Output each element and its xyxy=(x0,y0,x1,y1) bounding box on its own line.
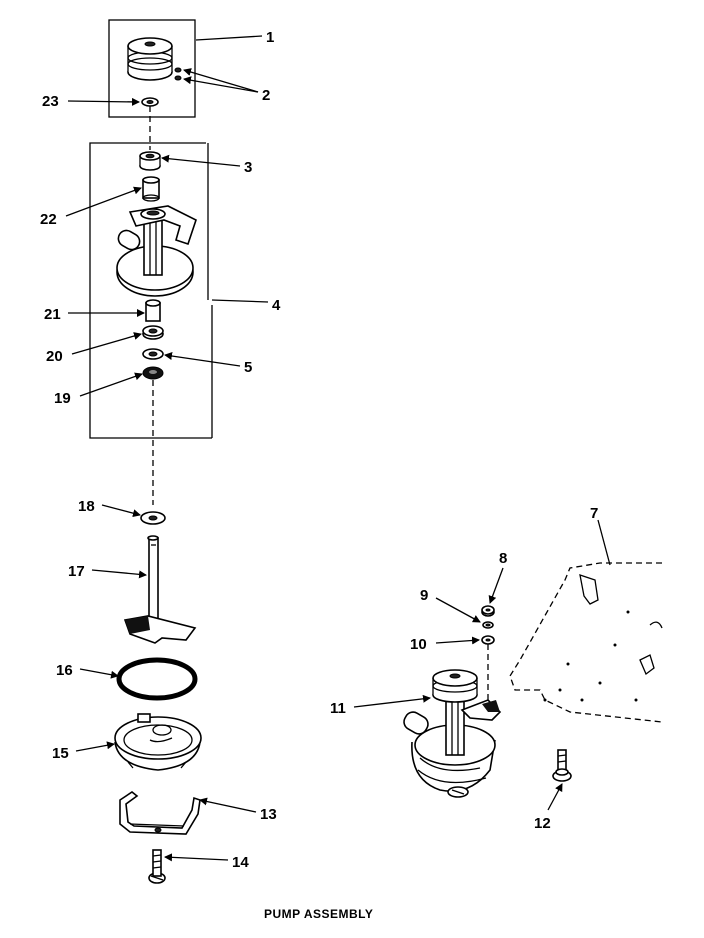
callout-labels: 1 2 23 3 22 4 21 20 5 19 18 17 16 15 13 … xyxy=(40,29,598,871)
washer-20 xyxy=(142,325,164,340)
callout-7: 7 xyxy=(590,505,598,522)
callout-21: 21 xyxy=(44,306,61,323)
pulley xyxy=(127,37,173,81)
callout-15: 15 xyxy=(52,745,69,762)
callout-14: 14 xyxy=(232,854,249,871)
callout-19: 19 xyxy=(54,390,71,407)
pump-housing xyxy=(116,205,197,297)
clamp-13 xyxy=(119,791,201,835)
callout-22: 22 xyxy=(40,211,57,228)
callout-16: 16 xyxy=(56,662,73,679)
washer-5 xyxy=(142,348,164,360)
pump-assembly-11 xyxy=(403,669,502,798)
callout-8: 8 xyxy=(499,550,507,567)
callout-4: 4 xyxy=(272,297,281,314)
impeller-17 xyxy=(123,535,197,644)
base-plate-7 xyxy=(509,562,663,723)
callout-13: 13 xyxy=(260,806,277,823)
callout-1: 1 xyxy=(266,29,274,46)
pump-housing-box xyxy=(89,142,213,439)
callout-20: 20 xyxy=(46,348,63,365)
callout-11: 11 xyxy=(330,700,346,717)
callout-lines xyxy=(65,35,611,862)
callout-5: 5 xyxy=(244,359,252,376)
set-screws xyxy=(174,67,182,81)
diagram-caption: PUMP ASSEMBLY xyxy=(264,907,373,921)
callout-3: 3 xyxy=(244,159,252,176)
callout-18: 18 xyxy=(78,498,95,515)
pulley-kit-box xyxy=(108,19,196,118)
callout-12: 12 xyxy=(534,815,551,832)
washer-9 xyxy=(482,621,494,629)
callout-2: 2 xyxy=(262,87,270,104)
callout-17: 17 xyxy=(68,563,85,580)
washer-23 xyxy=(141,97,159,107)
bearing-3 xyxy=(139,151,161,171)
callout-9: 9 xyxy=(420,587,428,604)
sleeve-22 xyxy=(142,176,160,202)
seal-19 xyxy=(142,366,164,380)
pump-cover-15 xyxy=(114,713,202,771)
callout-23: 23 xyxy=(42,93,59,110)
washer-10 xyxy=(481,635,495,645)
bushing-21 xyxy=(145,299,161,322)
screw-12 xyxy=(552,749,572,782)
callout-10: 10 xyxy=(410,636,427,653)
gasket-16 xyxy=(116,657,198,701)
nut-8 xyxy=(481,605,495,617)
washer-18 xyxy=(140,511,166,525)
screw-14 xyxy=(148,849,166,884)
